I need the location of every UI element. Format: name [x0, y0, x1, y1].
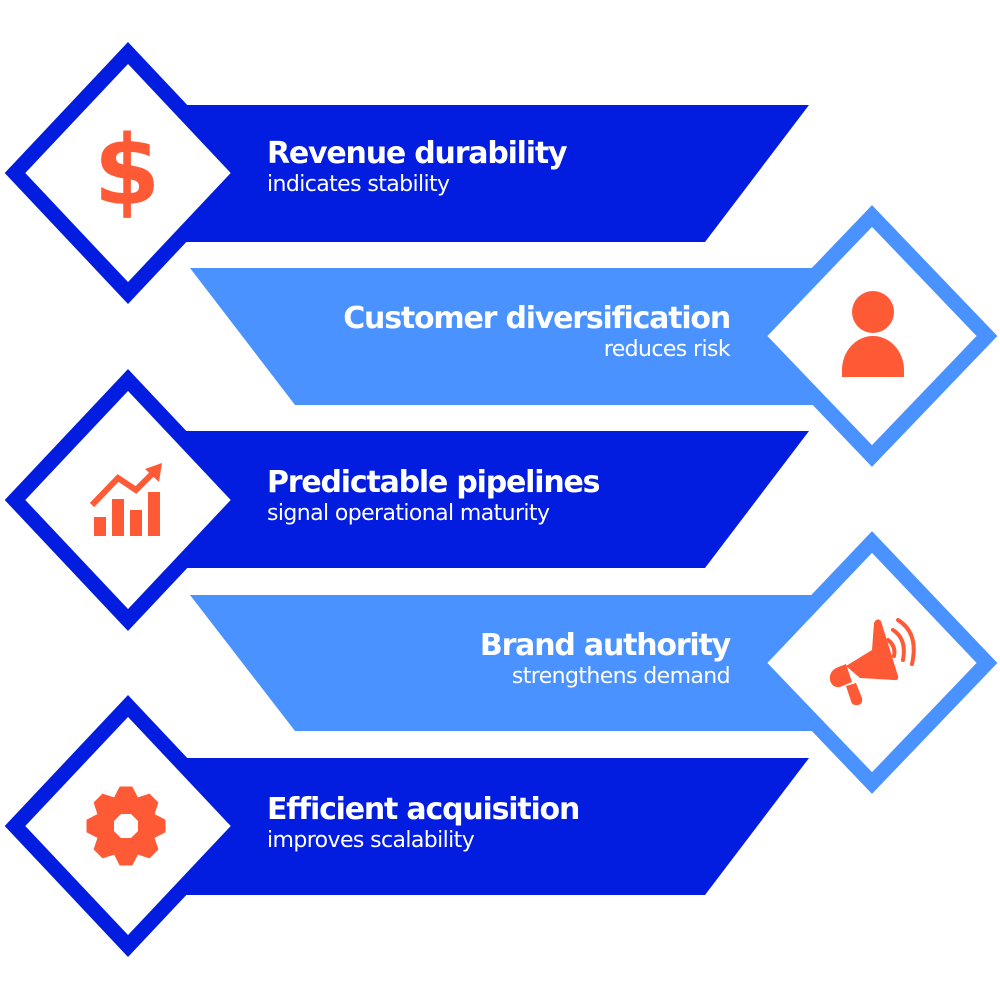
item-1-text: Revenue durability indicates stability [267, 136, 568, 199]
megaphone-icon [829, 618, 916, 706]
item-title: Revenue durability [267, 136, 568, 171]
icon-diamond [4, 369, 252, 631]
banner [130, 758, 809, 895]
icon-diamond [746, 205, 998, 467]
banner [130, 105, 809, 242]
item-subtitle: indicates stability [267, 172, 450, 197]
banner [130, 431, 809, 568]
item-efficient-acquisition [4, 695, 809, 957]
item-subtitle: strengthens demand [511, 664, 731, 689]
item-3-text: Predictable pipelines signal operational… [267, 465, 601, 528]
item-2-text: Customer diversification reduces risk [343, 301, 731, 364]
banner [190, 595, 870, 731]
item-5-text: Efficient acquisition improves scalabili… [267, 792, 580, 855]
item-title: Brand authority [479, 628, 731, 663]
item-title: Customer diversification [343, 301, 731, 336]
growth-chart-icon [89, 463, 162, 536]
gear-icon [86, 786, 166, 866]
banner [190, 268, 870, 405]
person-icon [842, 291, 904, 377]
item-title: Predictable pipelines [267, 465, 601, 500]
item-subtitle: reduces risk [603, 337, 731, 362]
icon-diamond [4, 695, 252, 957]
dollar-icon: $ [94, 115, 161, 227]
icon-diamond [4, 42, 252, 304]
item-brand-authority [190, 531, 998, 794]
item-title: Efficient acquisition [267, 792, 580, 827]
svg-text:$: $ [94, 115, 161, 227]
item-revenue-durability: $ [4, 42, 809, 304]
item-customer-diversification [190, 205, 998, 467]
item-4-text: Brand authority strengthens demand [479, 628, 731, 691]
item-subtitle: improves scalability [267, 828, 475, 853]
item-subtitle: signal operational maturity [267, 501, 550, 526]
gear-shape [86, 786, 166, 866]
item-predictable-pipelines [4, 369, 809, 631]
